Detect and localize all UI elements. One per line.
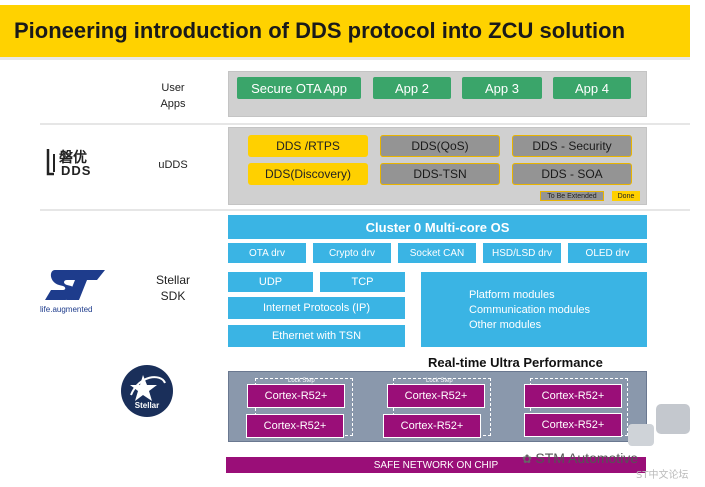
- app-2: App 2: [373, 77, 451, 99]
- watermark-wechat-icon: ✿: [522, 452, 536, 466]
- core-3: Cortex-R52+: [387, 384, 485, 408]
- driver-socket-can: Socket CAN: [398, 243, 476, 263]
- module-communication: Communication modules: [469, 304, 591, 316]
- st-tagline: life.augmented: [40, 305, 93, 314]
- os-title-bar: Cluster 0 Multi-core OS: [228, 215, 647, 239]
- module-platform: Platform modules: [469, 289, 555, 301]
- app-4: App 4: [553, 77, 631, 99]
- tcp-block: TCP: [320, 272, 405, 292]
- row-label-stellar-sdk: Stellar SDK: [155, 273, 190, 303]
- row-label-user-apps: User Apps: [160, 82, 186, 110]
- st-logo: life.augmented: [40, 268, 110, 318]
- watermark-chat-bubble-icon: [628, 424, 654, 446]
- ethernet-tsn-block: Ethernet with TSN: [228, 325, 405, 347]
- modules-block: Platform modules Communication modules O…: [421, 272, 647, 347]
- row-label-udds: uDDS: [158, 159, 188, 171]
- app-3: App 3: [462, 77, 542, 99]
- dds-qos-block: DDS(QoS): [380, 135, 500, 157]
- udds-logo: 磐优 DDS: [45, 146, 105, 180]
- module-other: Other modules: [469, 319, 542, 331]
- lockstep-label-2: Lock Step: [426, 378, 453, 384]
- separator-apps: [40, 123, 690, 125]
- dds-discovery-block: DDS(Discovery): [248, 163, 368, 185]
- separator-udds: [40, 209, 690, 211]
- slide-title: Pioneering introduction of DDS protocol …: [14, 18, 626, 43]
- udds-logo-mark-icon: [46, 149, 55, 176]
- dds-rtps-block: DDS /RTPS: [248, 135, 368, 157]
- title-underline: [0, 57, 690, 60]
- stellar-badge-label: Stellar: [134, 401, 160, 410]
- dds-tsn-block: DDS-TSN: [380, 163, 500, 185]
- watermark-subtext: ST中文论坛: [636, 470, 689, 481]
- driver-hsd-lsd: HSD/LSD drv: [483, 243, 561, 263]
- st-logo-mark-icon: [45, 270, 105, 300]
- core-4: Cortex-R52+: [383, 414, 481, 438]
- core-1: Cortex-R52+: [247, 384, 345, 408]
- dds-security-block: DDS - Security: [512, 135, 632, 157]
- watermark-text: ✿ STM Automotive: [522, 450, 639, 466]
- driver-crypto: Crypto drv: [313, 243, 391, 263]
- core-5: Cortex-R52+: [524, 384, 622, 408]
- core-6: Cortex-R52+: [524, 413, 622, 437]
- udds-logo-en: DDS: [61, 163, 92, 178]
- app-secure-ota: Secure OTA App: [237, 77, 361, 99]
- udp-block: UDP: [228, 272, 313, 292]
- driver-ota: OTA drv: [228, 243, 306, 263]
- legend-done: Done: [612, 191, 640, 201]
- core-2: Cortex-R52+: [246, 414, 344, 438]
- dds-soa-block: DDS - SOA: [512, 163, 632, 185]
- safe-network-bar: SAFE NETWORK ON CHIP: [226, 457, 646, 473]
- legend-to-be-extended: To Be Extended: [540, 191, 604, 201]
- udds-logo-cn: 磐优: [59, 150, 87, 166]
- driver-oled: OLED drv: [568, 243, 647, 263]
- ip-block: Internet Protocols (IP): [228, 297, 405, 319]
- lockstep-label-1: Lock Step: [288, 378, 315, 384]
- stellar-star-icon: [130, 375, 166, 401]
- hardware-title: Real-time Ultra Performance: [428, 355, 603, 370]
- stellar-badge: Stellar: [121, 365, 173, 417]
- title-bar: [0, 5, 690, 57]
- watermark-chat-bubble-large-icon: [656, 404, 690, 434]
